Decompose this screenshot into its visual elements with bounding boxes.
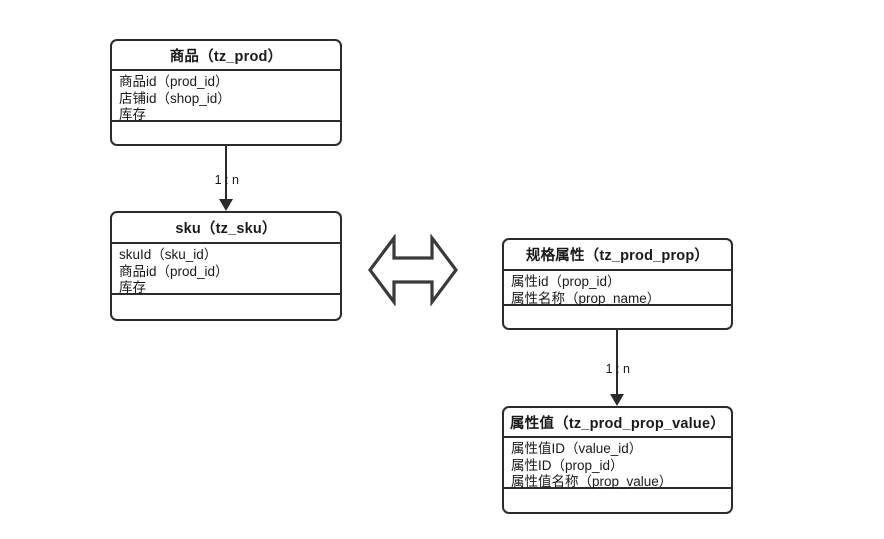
attribute-row: 属性值名称（prop_value）: [511, 474, 673, 489]
entity-attributes-tz-prod-prop: 属性id（prop_id） 属性名称（prop_name）: [504, 271, 731, 306]
relation-arrowhead: [610, 394, 624, 406]
entity-attributes-tz-prod-prop-value: 属性值ID（value_id） 属性ID（prop_id） 属性值名称（prop…: [504, 438, 731, 489]
attribute-row: 属性值ID（value_id）: [511, 441, 643, 456]
attribute-row: 库存: [119, 107, 146, 122]
entity-attributes-tz-sku: skuId（sku_id） 商品id（prod_id） 库存: [112, 244, 340, 295]
entity-footer-tz-prod-prop: [504, 306, 731, 328]
relation-prod-to-sku: [219, 146, 233, 211]
relation-prop-to-prop-value: [610, 330, 624, 406]
attribute-row: 店铺id（shop_id）: [119, 90, 231, 106]
double-headed-arrow-icon: [366, 233, 460, 307]
relation-arrowhead: [219, 199, 233, 211]
entity-header-tz-sku: sku（tz_sku）: [112, 213, 340, 244]
entity-footer-tz-prod-prop-value: [504, 489, 731, 512]
entity-tz-prod-prop-value[interactable]: 属性值（tz_prod_prop_value） 属性值ID（value_id） …: [502, 406, 733, 514]
attribute-row: 属性id（prop_id）: [511, 274, 621, 289]
entity-footer-tz-sku: [112, 295, 340, 319]
attribute-row: 属性ID（prop_id）: [511, 457, 624, 473]
double-headed-arrow-svg: [368, 233, 458, 307]
entity-tz-sku[interactable]: sku（tz_sku） skuId（sku_id） 商品id（prod_id） …: [110, 211, 342, 321]
entity-header-tz-prod-prop-value: 属性值（tz_prod_prop_value）: [504, 408, 731, 438]
relation-line: [225, 146, 227, 199]
relation-label-prop-to-prop-value: 1 : n: [605, 362, 630, 376]
entity-header-tz-prod: 商品（tz_prod）: [112, 41, 340, 71]
entity-tz-prod-prop[interactable]: 规格属性（tz_prod_prop） 属性id（prop_id） 属性名称（pr…: [502, 238, 733, 330]
entity-attributes-tz-prod: 商品id（prod_id） 店铺id（shop_id） 库存: [112, 71, 340, 122]
entity-footer-tz-prod: [112, 122, 340, 144]
attribute-row: 商品id（prod_id）: [119, 74, 229, 89]
entity-tz-prod[interactable]: 商品（tz_prod） 商品id（prod_id） 店铺id（shop_id） …: [110, 39, 342, 146]
attribute-row: 库存: [119, 280, 146, 295]
relation-line: [616, 330, 618, 394]
relation-label-prod-to-sku: 1 : n: [214, 173, 239, 187]
attribute-row: skuId（sku_id）: [119, 247, 218, 262]
entity-header-tz-prod-prop: 规格属性（tz_prod_prop）: [504, 240, 731, 271]
attribute-row: 商品id（prod_id）: [119, 263, 229, 279]
attribute-row: 属性名称（prop_name）: [511, 290, 661, 306]
